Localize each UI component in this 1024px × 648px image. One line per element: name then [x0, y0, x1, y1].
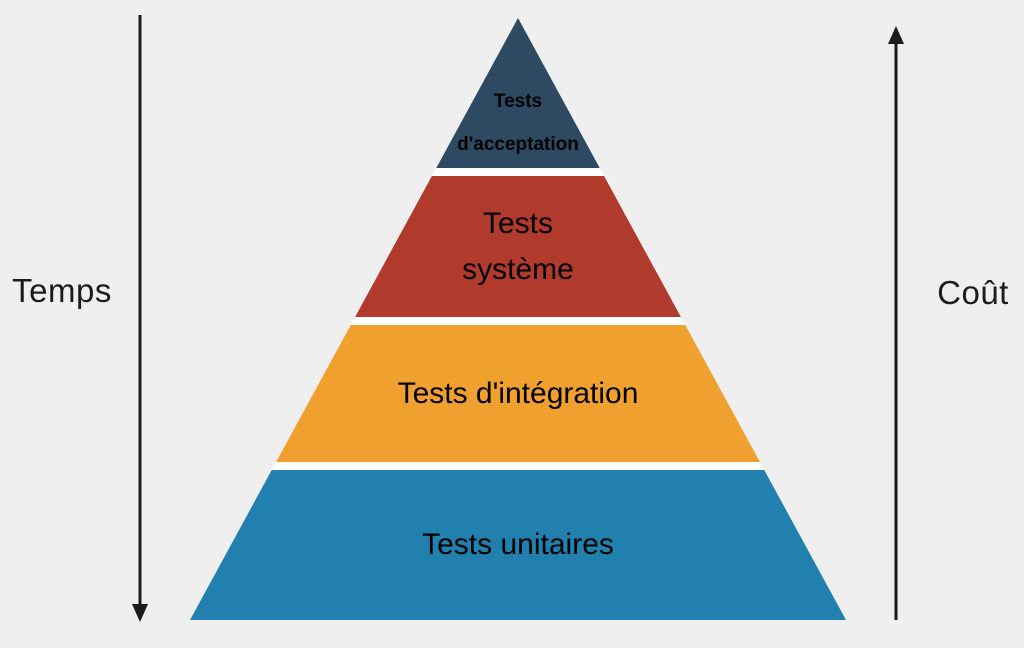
cout-up-arrow-icon: [888, 26, 904, 620]
temps-arrow-head: [132, 604, 148, 622]
temps-down-arrow-icon: [132, 15, 148, 622]
cout-axis-label: Coût: [937, 274, 1009, 311]
layer-label-line: système: [462, 252, 574, 286]
cout-arrow-head: [888, 26, 904, 44]
layer-label-line: Tests d'intégration: [397, 376, 639, 410]
temps-axis-label: Temps: [12, 272, 112, 309]
layer-label-line: Tests unitaires: [422, 528, 614, 561]
layer-tests-unitaires: Tests unitaires: [190, 470, 846, 620]
layer-tests-systeme: Tests système: [190, 176, 846, 317]
pyramid: Tests d'acceptation Tests système Tests …: [190, 18, 846, 620]
layer-tests-acceptation: Tests d'acceptation: [190, 18, 846, 168]
layer-tests-integration: Tests d'intégration: [190, 325, 846, 462]
layer-label-line: d'acceptation: [457, 134, 579, 155]
layer-label-line: Tests: [493, 91, 543, 112]
layer-label-line: Tests: [482, 206, 554, 240]
